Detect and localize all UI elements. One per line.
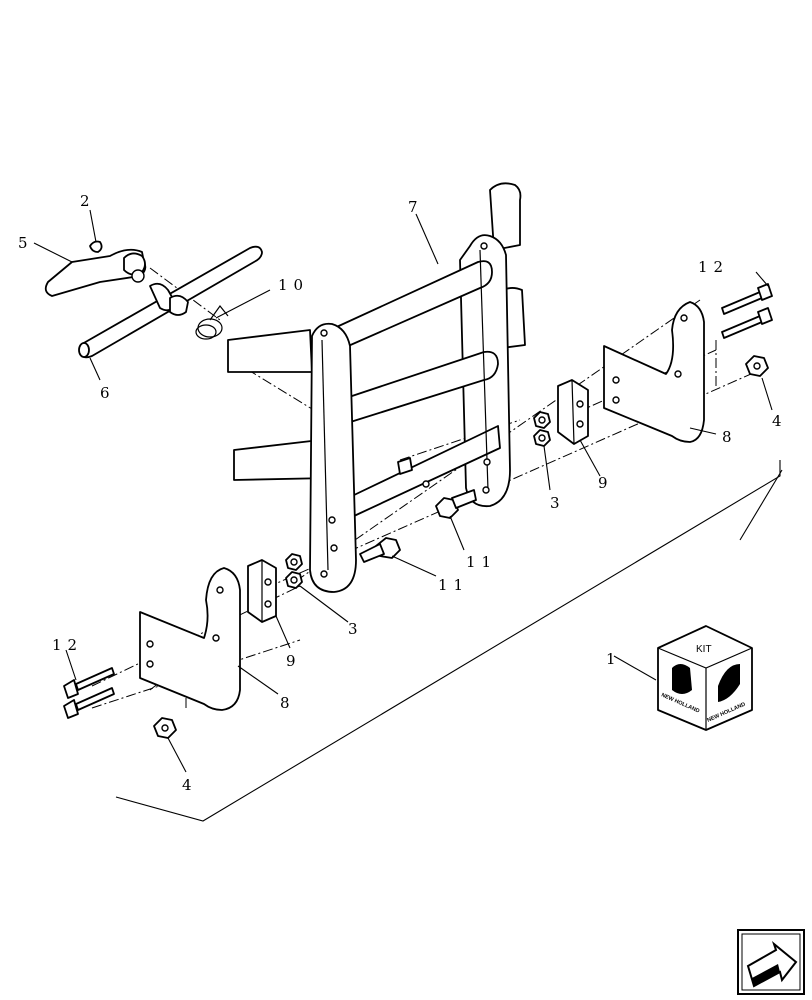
right-spacer-block: [557, 379, 589, 445]
callout-4-right: 4: [772, 412, 788, 430]
callout-1: 1: [606, 650, 622, 668]
callout-leaders: [33, 209, 773, 773]
callout-6: 6: [100, 384, 116, 402]
left-bolts: [63, 667, 115, 719]
left-mounting-bracket: [139, 567, 241, 711]
callout-12-right: 12: [698, 258, 729, 276]
callout-10: 10: [278, 276, 309, 294]
kit-box: [657, 625, 753, 731]
callout-5: 5: [18, 234, 34, 252]
right-mounting-bracket: [603, 301, 705, 443]
right-lock-nut: [745, 355, 769, 377]
callout-3-right: 3: [550, 494, 566, 512]
latch-plate: [44, 248, 147, 297]
callout-12-left: 12: [52, 636, 83, 654]
callout-3-left: 3: [348, 620, 364, 638]
right-nuts: [533, 411, 551, 447]
callout-8-right: 8: [722, 428, 738, 446]
centre-bolts: [359, 489, 477, 563]
spring-pin: [195, 305, 229, 340]
left-nuts: [285, 553, 303, 589]
callout-labels: 2 5 6 7 10 12 4 8 9 3 11 11 3 9 8 12 4 1…: [18, 192, 788, 794]
callout-2: 2: [80, 192, 96, 210]
callout-11-left: 11: [438, 576, 469, 594]
callout-7: 7: [408, 198, 424, 216]
callout-11-right: 11: [466, 553, 497, 571]
callout-4-left: 4: [182, 776, 198, 794]
locking-rod: [78, 245, 263, 359]
front-frame: [227, 182, 526, 593]
callout-9-left: 9: [286, 652, 302, 670]
right-bolts: [721, 283, 773, 339]
callout-8-left: 8: [280, 694, 296, 712]
left-lock-nut: [153, 717, 177, 739]
callout-9-right: 9: [598, 474, 614, 492]
left-spacer-block: [247, 559, 277, 623]
arrow-nav-icon[interactable]: [737, 929, 805, 995]
kit-label: KIT: [696, 644, 712, 655]
retaining-clip: [89, 240, 103, 253]
kit-bracket-outline: [115, 460, 783, 822]
